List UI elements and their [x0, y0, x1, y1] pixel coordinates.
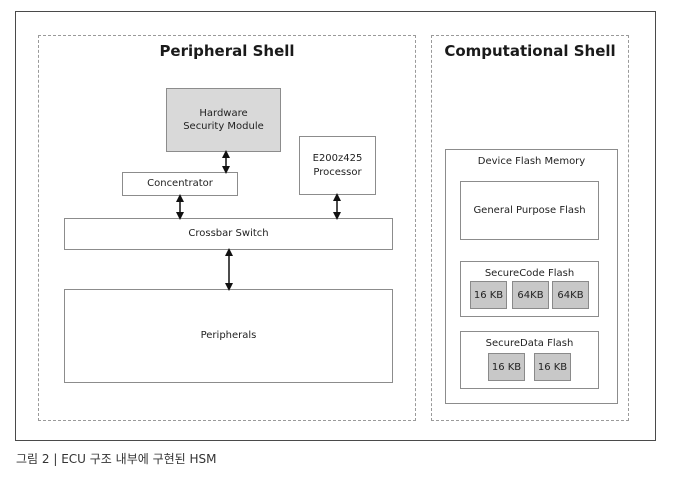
securecode-block-1-label: 16 KB — [473, 289, 504, 301]
hsm-label: Hardware Security Module — [183, 107, 264, 133]
securecode-block-2: 64KB — [512, 281, 549, 309]
peripheral-shell-title: Peripheral Shell — [159, 42, 295, 60]
securecode-block-1: 16 KB — [470, 281, 507, 309]
general-purpose-flash-block: General Purpose Flash — [460, 181, 599, 240]
figure-frame — [15, 11, 656, 441]
securedata-block-1: 16 KB — [488, 353, 525, 381]
crossbar-switch-label: Crossbar Switch — [188, 228, 269, 240]
securedata-flash-block: SecureData Flash — [460, 331, 599, 389]
securedata-block-2: 16 KB — [534, 353, 571, 381]
securecode-block-3: 64KB — [552, 281, 589, 309]
securecode-block-2-label: 64KB — [517, 289, 544, 301]
securecode-block-3-label: 64KB — [557, 289, 584, 301]
figure-caption: 그림 2 | ECU 구조 내부에 구현된 HSM — [16, 452, 217, 466]
hardware-security-module-block: Hardware Security Module — [166, 88, 281, 152]
processor-label: E200z425 Processor — [312, 153, 363, 178]
securedata-block-1-label: 16 KB — [491, 361, 522, 373]
processor-block: E200z425 Processor — [299, 136, 376, 195]
peripherals-label: Peripherals — [200, 330, 257, 342]
device-flash-memory-label: Device Flash Memory — [477, 156, 586, 167]
peripheral-shell: Peripheral Shell — [38, 35, 416, 421]
concentrator-label: Concentrator — [147, 178, 213, 190]
computational-shell-title: Computational Shell — [444, 42, 616, 60]
securecode-flash-label: SecureCode Flash — [484, 268, 575, 279]
general-purpose-flash-label: General Purpose Flash — [473, 204, 586, 216]
securedata-flash-label: SecureData Flash — [485, 338, 574, 349]
peripherals-block: Peripherals — [64, 289, 393, 383]
computational-shell: Computational Shell — [431, 35, 629, 421]
securedata-block-2-label: 16 KB — [537, 361, 568, 373]
